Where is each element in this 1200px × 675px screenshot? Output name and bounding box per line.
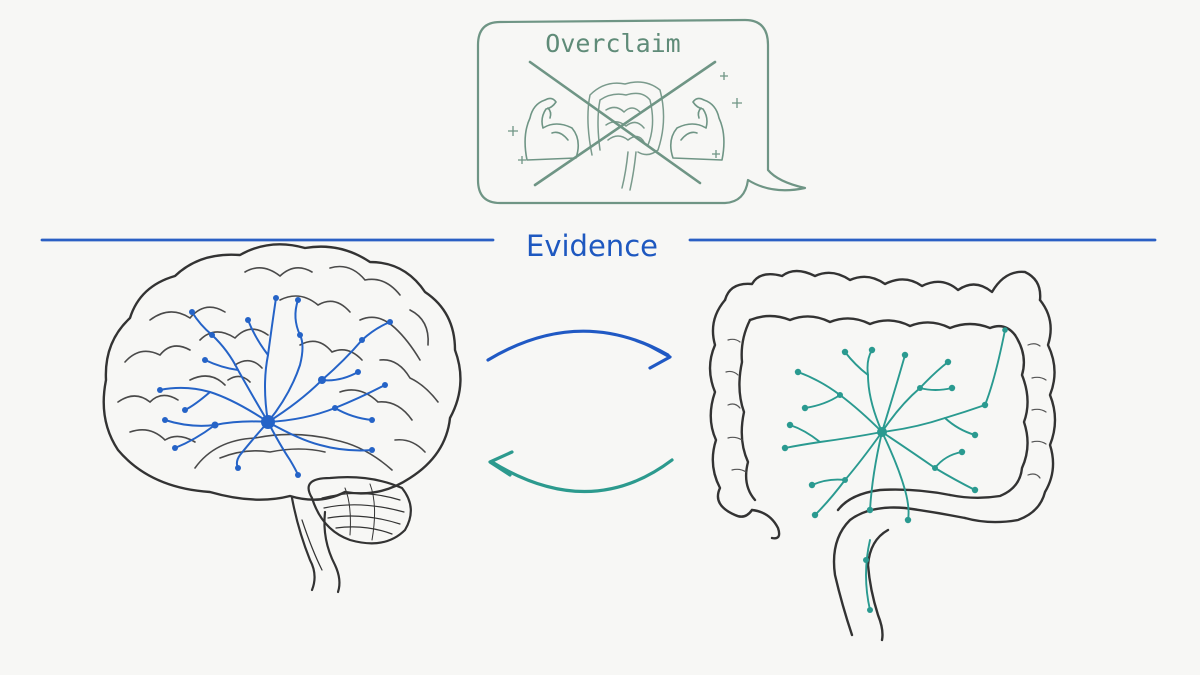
neuron-node xyxy=(355,369,361,375)
neuron-node xyxy=(369,447,375,453)
arrow-right xyxy=(486,329,672,370)
flexing-arm-icon xyxy=(669,97,725,161)
neuron-node xyxy=(211,421,219,429)
gut-neuron-soma xyxy=(877,427,887,437)
sparkle-icon xyxy=(508,72,742,164)
neuron-node xyxy=(359,337,365,343)
neuron-node xyxy=(295,297,301,303)
neuron-node xyxy=(332,405,338,411)
neuron-node xyxy=(369,417,375,423)
neuron-node xyxy=(273,295,279,301)
colon-outline xyxy=(708,269,1057,642)
flexing-arm-icon xyxy=(524,97,580,161)
brainstem xyxy=(290,496,341,594)
arrow-left xyxy=(488,450,674,494)
neuron-node xyxy=(387,319,393,325)
neuron-node xyxy=(157,387,163,393)
brain-icon xyxy=(102,243,462,594)
gut-neuron-network xyxy=(784,329,1006,611)
intestine-icon xyxy=(587,81,665,191)
speech-bubble-outline xyxy=(476,18,807,205)
evidence-label: Evidence xyxy=(526,229,658,263)
neuron-soma xyxy=(261,415,275,429)
evidence-divider: Evidence xyxy=(40,229,1157,263)
brain-outline xyxy=(102,243,462,501)
colon-haustra xyxy=(725,338,1047,479)
overclaim-bubble: Overclaim xyxy=(476,18,807,205)
neuron-node xyxy=(202,357,208,363)
intestine-icon xyxy=(708,269,1057,642)
gut-neuron-nodes xyxy=(781,327,1008,613)
neuron-node xyxy=(209,332,215,338)
neuron-node xyxy=(235,465,241,471)
neuron-node xyxy=(245,317,251,323)
neuron-node xyxy=(172,445,178,451)
neuron-node xyxy=(295,472,301,478)
neuron-node xyxy=(189,309,195,315)
brain-neuron-nodes xyxy=(157,295,393,478)
neuron-node xyxy=(182,407,188,413)
neuron-node xyxy=(318,376,326,384)
brain-neuron-network xyxy=(159,297,391,476)
overclaim-label: Overclaim xyxy=(545,29,680,58)
neuron-node xyxy=(162,417,168,423)
neuron-node xyxy=(382,382,388,388)
cerebellum xyxy=(307,476,412,545)
cross-out-mark xyxy=(528,60,717,187)
neuron-node xyxy=(297,332,303,338)
